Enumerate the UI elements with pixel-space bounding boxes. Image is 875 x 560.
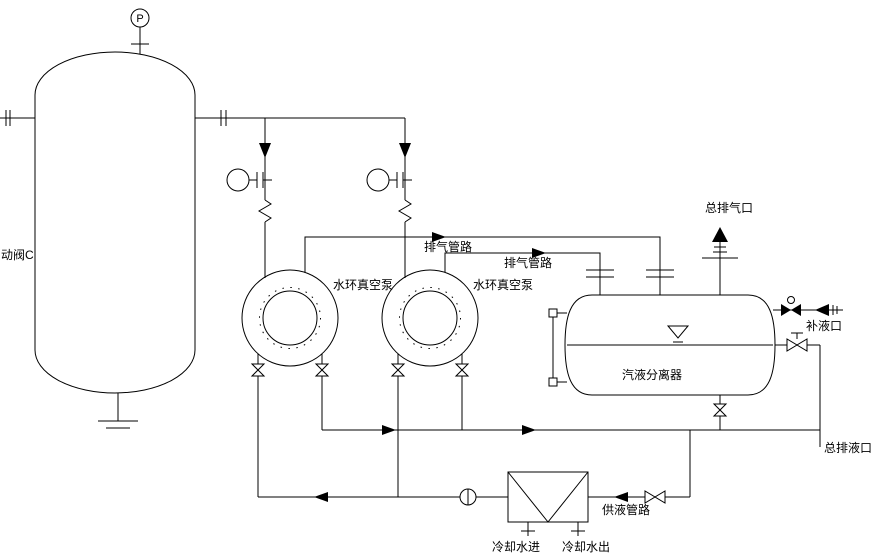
pump-impeller-teeth [399, 287, 461, 349]
pump2-label: 水环真空泵 [473, 278, 533, 292]
liquid-outlet-group [775, 332, 820, 352]
vacuum-pump-1 [241, 269, 339, 367]
pump-outlet-valves-group [250, 354, 470, 377]
pump-impeller-hub [262, 290, 318, 346]
valve-handle-icon [787, 296, 795, 304]
motor-2-group [366, 168, 412, 192]
valve-icon [791, 304, 801, 316]
supply-line [257, 376, 691, 498]
valve-icon [786, 338, 798, 352]
flow-arrow-left-icon [815, 304, 829, 316]
vacuum-vessel-group: P [0, 8, 405, 429]
valve-icon [314, 363, 330, 371]
suction-pipes [264, 118, 406, 278]
level-gauge-fitting [548, 308, 558, 318]
separator-drain-group [712, 395, 728, 430]
flow-arrow-right-icon [522, 425, 536, 435]
motor-icon [226, 168, 250, 192]
exhaust-line-label-b: 排气管路 [504, 255, 552, 270]
cooling-water-stubs [521, 522, 585, 536]
valve-icon [796, 338, 808, 352]
drain-line-group: 总排液口 [321, 345, 872, 455]
valve-icon [781, 304, 791, 316]
motor-icon [366, 168, 390, 192]
level-gauge-piping [552, 312, 567, 383]
makeup-port-group: 补液口 [773, 296, 843, 333]
text-labels-group: 动阀C 水环真空泵 水环真空泵 排气管路 排气管路 [1, 239, 552, 292]
pressure-gauge-icon: P [130, 8, 150, 54]
heat-exchanger-group: 冷却水进 冷却水出 [492, 471, 610, 554]
pump-impeller-hub [402, 290, 458, 346]
separator-label: 汽液分离器 [622, 367, 682, 382]
level-symbol-icon [666, 325, 690, 339]
motor-coupling [249, 172, 272, 188]
heat-exchanger-body [507, 471, 589, 523]
flow-arrow-right-icon [432, 232, 446, 242]
pressure-gauge-label: P [136, 13, 143, 25]
exhaust-pipes [304, 236, 674, 295]
vessel-support [98, 393, 138, 429]
flow-arrow-left-icon [614, 492, 628, 502]
drain-line [321, 345, 821, 447]
heat-exchanger-coil [507, 471, 589, 523]
valve-icon [644, 490, 656, 504]
vent-arrow-up-icon [712, 227, 728, 242]
valve-icon [390, 363, 406, 371]
separator-group: 汽液分离器 [548, 294, 776, 396]
vessel-nozzle-piping [0, 110, 405, 126]
pump1-label: 水环真空泵 [333, 278, 393, 292]
valve-icon [454, 369, 470, 377]
flow-arrow-right-icon [382, 425, 396, 435]
valve-icon [454, 363, 470, 371]
main-exhaust-label: 总排气口 [705, 200, 753, 215]
valve-icon [390, 369, 406, 377]
exhaust-line-label-a: 排气管路 [424, 239, 472, 254]
supply-line-group: 供液管路 [257, 376, 691, 517]
valve-icon [250, 363, 266, 371]
vacuum-pump-2 [381, 269, 479, 367]
valve-icon [712, 403, 728, 411]
separator-body [564, 294, 776, 396]
vent-pipe [702, 242, 738, 295]
left-valve-label: 动阀C [1, 248, 34, 262]
flow-arrow-left-icon [314, 492, 328, 502]
valve-icon [250, 369, 266, 377]
pump-casing [241, 269, 339, 367]
pump-casing [381, 269, 479, 367]
makeup-port-label: 补液口 [806, 318, 842, 333]
valve-icon [654, 490, 666, 504]
flex-connector-icon [258, 199, 272, 223]
exhaust-piping-group [304, 232, 674, 295]
vessel-body [34, 51, 196, 394]
cooling-out-label: 冷却水出 [562, 540, 610, 554]
pump-impeller-teeth [259, 287, 321, 349]
flow-arrow-right-icon [532, 248, 546, 258]
valve-icon [314, 369, 330, 377]
supply-line-label: 供液管路 [602, 502, 650, 517]
suction-piping-group [258, 118, 412, 278]
valve-icon [712, 409, 728, 417]
pump-outlet-stubs [257, 354, 463, 364]
motor-1-group [226, 168, 272, 192]
main-drain-label: 总排液口 [824, 440, 872, 455]
cooling-in-label: 冷却水进 [492, 540, 540, 554]
motor-coupling [389, 172, 412, 188]
pressure-gauge-stem [131, 27, 149, 54]
level-gauge-fitting [548, 377, 558, 387]
flow-arrow-down-icon [259, 143, 271, 158]
outlet-pipe [775, 332, 820, 346]
main-exhaust-vent-group: 总排气口 [702, 200, 753, 295]
flex-connector-icon [398, 199, 412, 223]
pressure-gauge-dial [130, 8, 150, 28]
flow-arrow-down-icon [399, 143, 411, 158]
